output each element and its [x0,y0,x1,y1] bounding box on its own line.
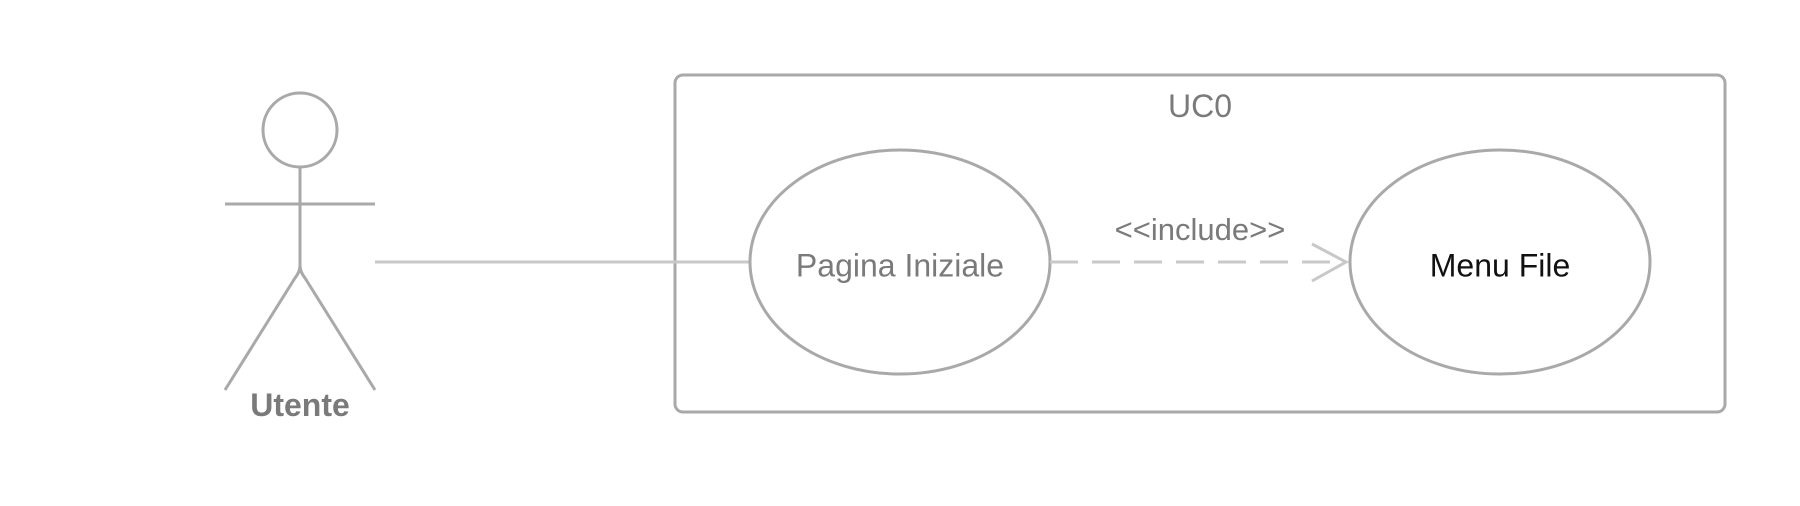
system-title: UC0 [1168,88,1232,124]
include-label: <<include>> [1115,212,1286,247]
use-case-label: Menu File [1430,247,1571,283]
system-boundary [673,73,1727,414]
use-case-label: Pagina Iniziale [796,247,1004,283]
use-case-menu-file[interactable] [1348,148,1652,376]
include-arrowhead [1311,242,1350,283]
stick-figure-icon [223,91,377,391]
actor-name: Utente [250,387,350,423]
